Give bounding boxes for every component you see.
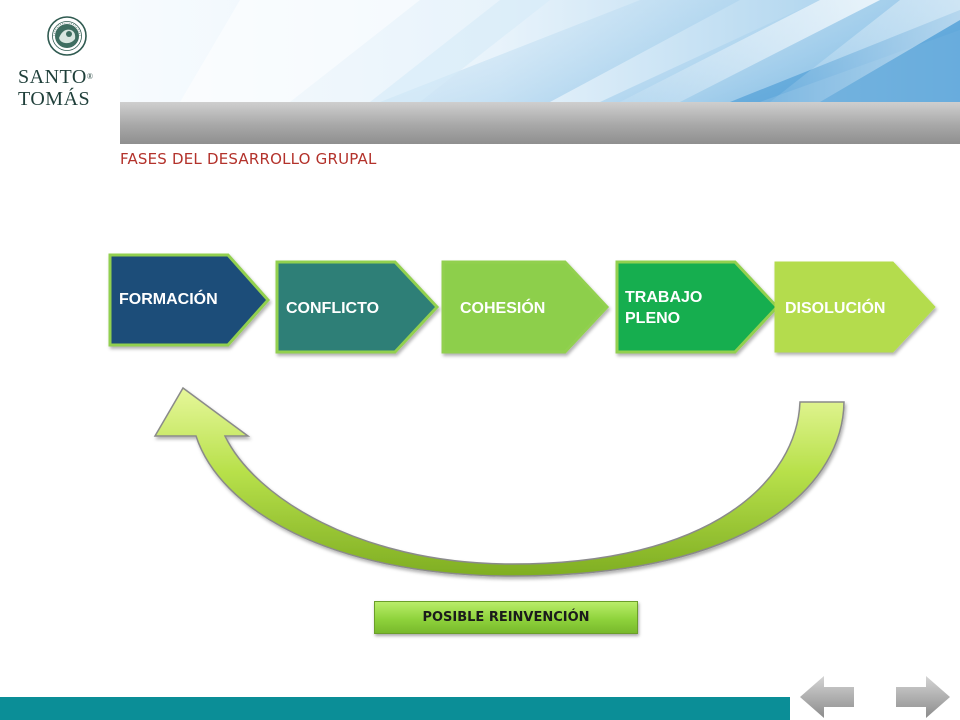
logo-text-tomas: TOMÁS xyxy=(18,88,91,110)
header-banner xyxy=(120,0,960,102)
phase-chevron-formacion xyxy=(108,253,271,347)
reinvention-curved-arrow xyxy=(153,386,845,577)
logo-text-santo: SANTO® xyxy=(18,66,94,88)
phase-chevron-conflicto xyxy=(275,260,440,354)
arrow-left-icon[interactable] xyxy=(798,674,856,720)
footer-bar xyxy=(0,697,790,720)
phase-chevron-trabajo-pleno xyxy=(615,260,780,354)
phase-label-cohesion: COHESIÓN xyxy=(460,300,546,317)
arrow-right-icon[interactable] xyxy=(894,674,952,720)
phase-label-disolucion: DISOLUCIÓN xyxy=(785,300,886,317)
phase-label-formacion: FORMACIÓN xyxy=(119,291,218,308)
slide-title: FASES DEL DESARROLLO GRUPAL xyxy=(120,150,377,168)
santo-tomas-logo: SANTO® TOMÁS xyxy=(18,14,118,110)
reinvention-label: POSIBLE REINVENCIÓN xyxy=(422,610,590,625)
phase-label-trabajo-pleno: TRABAJO PLENO xyxy=(625,289,703,327)
phase-chevron-cohesion xyxy=(441,260,610,354)
phase-label-conflicto: CONFLICTO xyxy=(286,300,380,317)
header-gray-bar xyxy=(120,102,960,144)
university-seal-icon xyxy=(47,16,87,56)
phase-chevron-disolucion xyxy=(774,261,936,353)
reinvention-box: POSIBLE REINVENCIÓN xyxy=(374,601,638,634)
